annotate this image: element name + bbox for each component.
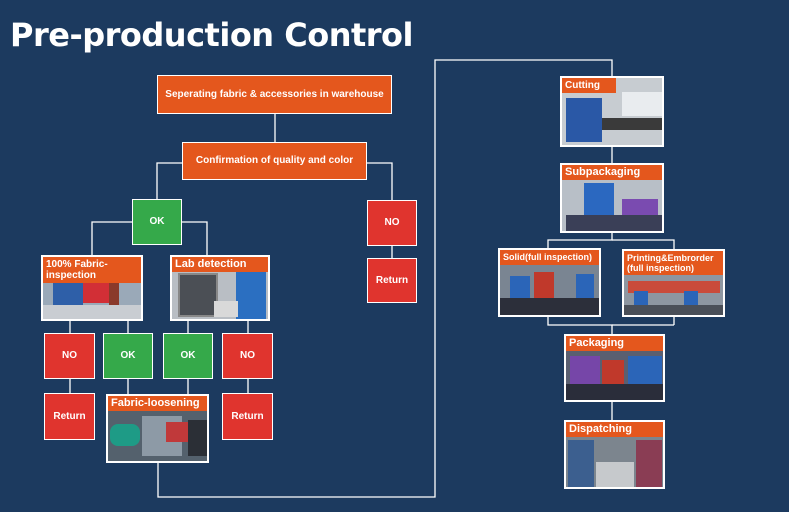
step-packaging-label: Packaging <box>566 336 663 351</box>
step-solid-label: Solid(full inspection) <box>500 250 599 265</box>
step-cutting-label: Cutting <box>562 78 616 93</box>
step-packaging: Packaging <box>564 334 665 402</box>
step-return-2: Return <box>222 393 273 440</box>
step-fabric-loosening-label: Fabric-loosening <box>108 396 207 411</box>
decision-no-right-label: NO <box>384 217 400 228</box>
step-return-1: Return <box>44 393 95 440</box>
step-confirmation: Confirmation of quality and color <box>182 142 367 180</box>
step-separating: Seperating fabric & accessories in wareh… <box>157 75 392 114</box>
decision-ok-2-label: OK <box>180 350 196 361</box>
step-fabric-loosening: Fabric-loosening <box>106 394 209 463</box>
step-dispatching-label: Dispatching <box>566 422 663 437</box>
decision-no-2: NO <box>222 333 273 379</box>
step-lab-detection: Lab detection <box>170 255 270 321</box>
decision-no-1: NO <box>44 333 95 379</box>
decision-ok-top-label: OK <box>149 216 165 227</box>
decision-ok-1-label: OK <box>120 350 136 361</box>
step-separating-label: Seperating fabric & accessories in wareh… <box>165 88 384 100</box>
step-printing: Printing&Embrorder (full inspection) <box>622 249 725 317</box>
decision-no-right: NO <box>367 200 417 246</box>
decision-no-1-label: NO <box>62 350 77 361</box>
decision-no-2-label: NO <box>240 350 255 361</box>
decision-ok-top: OK <box>132 199 182 245</box>
step-dispatching: Dispatching <box>564 420 665 489</box>
step-return-right-label: Return <box>375 274 409 286</box>
step-confirmation-label: Confirmation of quality and color <box>195 155 354 166</box>
decision-ok-1: OK <box>103 333 153 379</box>
decision-ok-2: OK <box>163 333 213 379</box>
step-printing-label: Printing&Embrorder (full inspection) <box>624 251 723 275</box>
step-solid: Solid(full inspection) <box>498 248 601 317</box>
step-return-1-label: Return <box>53 410 86 422</box>
step-subpackaging-label: Subpackaging <box>562 165 662 180</box>
step-subpackaging: Subpackaging <box>560 163 664 233</box>
step-fabric-inspection: 100% Fabric-inspection <box>41 255 143 321</box>
step-cutting: Cutting <box>560 76 664 147</box>
page-title: Pre-production Control <box>10 16 414 54</box>
step-return-2-label: Return <box>231 410 264 422</box>
step-return-right: Return <box>367 258 417 303</box>
step-lab-detection-label: Lab detection <box>172 257 268 272</box>
step-fabric-inspection-label: 100% Fabric-inspection <box>43 257 141 283</box>
